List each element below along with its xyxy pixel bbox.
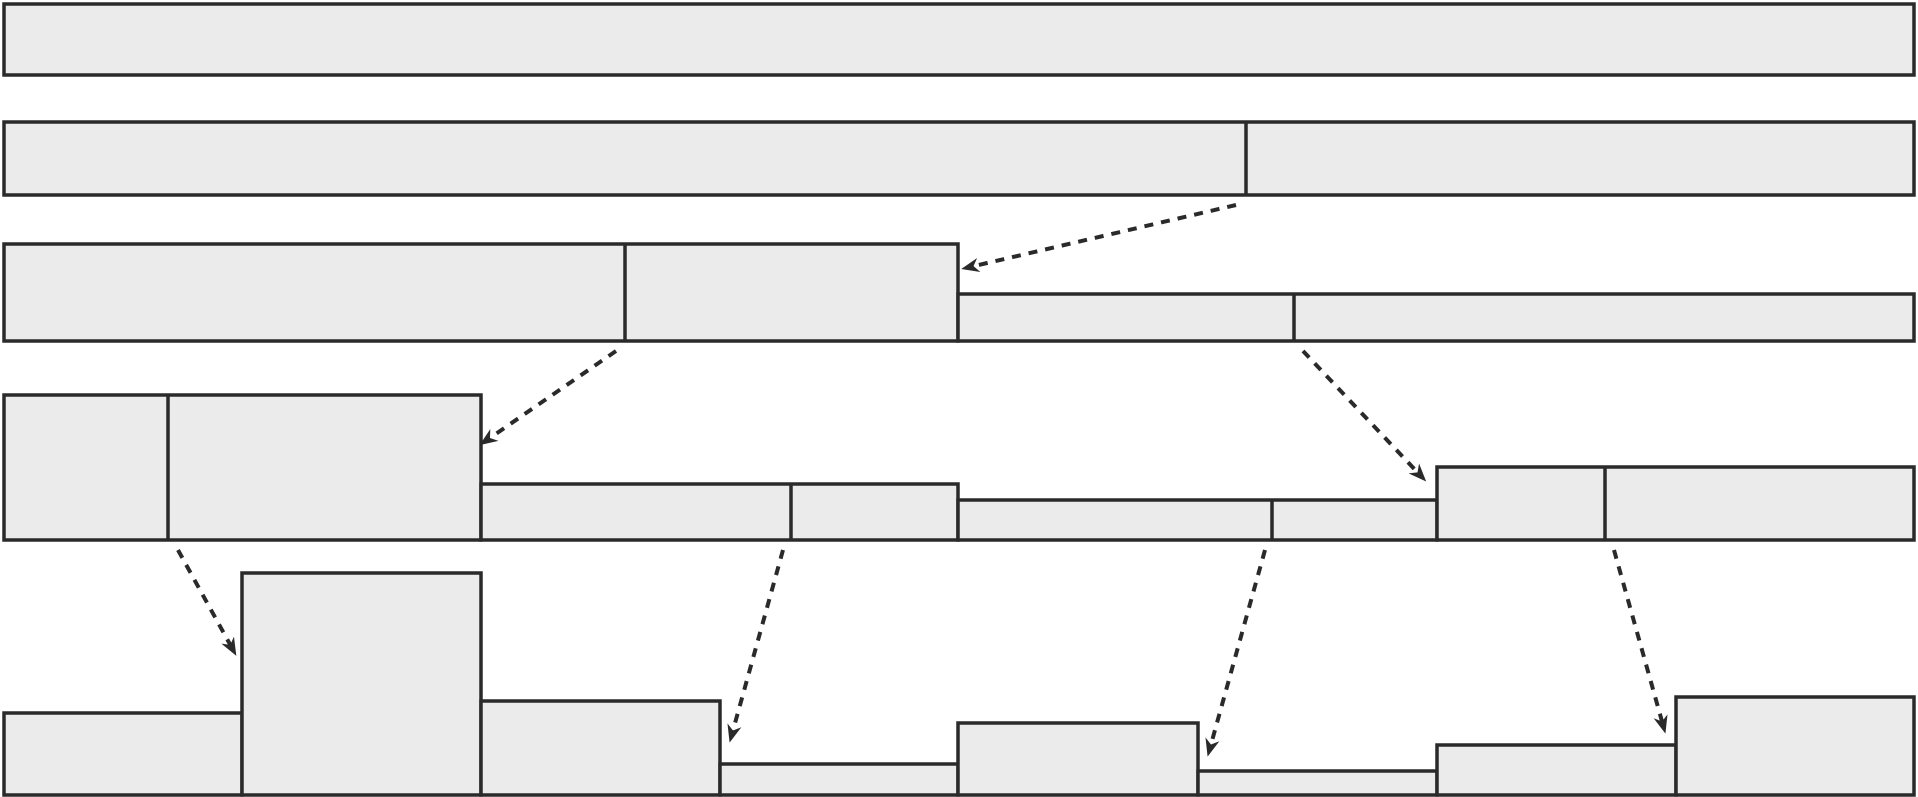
level-3-box-1 bbox=[2, 242, 960, 343]
level-1 bbox=[2, 2, 1916, 77]
dotted-arrow-1 bbox=[961, 203, 1237, 272]
level-5-box-6 bbox=[1196, 769, 1439, 797]
level-5 bbox=[2, 571, 1916, 797]
level-1-box-1 bbox=[2, 2, 1916, 77]
level-4-box-1 bbox=[2, 393, 483, 542]
dividers-layer bbox=[166, 122, 1607, 540]
level-3 bbox=[2, 242, 1916, 343]
level-5-box-8 bbox=[1674, 695, 1916, 797]
dotted-arrow-3 bbox=[1301, 349, 1427, 482]
level-5-box-3 bbox=[479, 699, 722, 797]
level-3-box-2 bbox=[956, 292, 1916, 343]
level-4-box-3 bbox=[956, 498, 1439, 542]
dotted-arrow-5 bbox=[727, 549, 785, 743]
level-2-box-1 bbox=[2, 120, 1916, 197]
level-4-box-2 bbox=[479, 482, 960, 542]
level-2 bbox=[2, 120, 1916, 197]
level-4-box-4 bbox=[1435, 465, 1916, 542]
level-5-box-7 bbox=[1435, 743, 1678, 797]
arrows-layer bbox=[176, 203, 1668, 757]
level-5-box-2 bbox=[240, 571, 483, 797]
dotted-arrow-4 bbox=[176, 549, 237, 656]
level-4 bbox=[2, 393, 1916, 542]
level-5-box-4 bbox=[718, 762, 960, 797]
level-5-box-1 bbox=[2, 711, 244, 797]
dotted-arrow-7 bbox=[1612, 549, 1668, 734]
level-5-box-5 bbox=[956, 721, 1200, 797]
dotted-arrow-6 bbox=[1205, 549, 1267, 757]
dotted-arrow-2 bbox=[479, 349, 618, 446]
